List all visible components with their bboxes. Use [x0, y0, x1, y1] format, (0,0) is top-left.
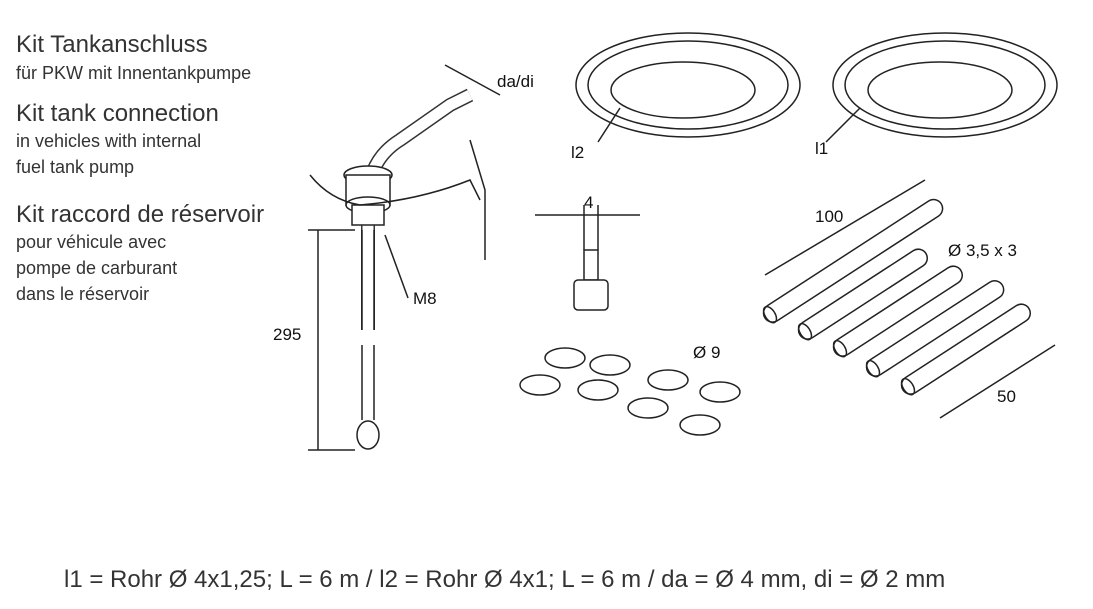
label-295: 295: [273, 325, 302, 344]
label-fitting-4: 4: [584, 193, 594, 212]
label-clamp-dia: Ø 9: [693, 343, 721, 362]
label-m8: M8: [413, 289, 437, 308]
label-100: 100: [815, 207, 844, 226]
fitting: [535, 205, 640, 311]
subtitle-fr-1: pour véhicule avec: [16, 232, 167, 252]
tubes: [762, 179, 1056, 419]
title-en: Kit tank connection: [16, 100, 219, 127]
hose-coil-l2: [575, 32, 801, 143]
tank-connector: [309, 88, 486, 450]
label-l2: l2: [571, 143, 585, 162]
subtitle-en-2: fuel tank pump: [16, 157, 135, 177]
subtitle-en-1: in vehicles with internal: [16, 131, 202, 151]
subtitle-fr-2: pompe de carburant: [16, 258, 178, 278]
subtitle-fr-3: dans le réservoir: [16, 284, 150, 304]
footer-specs: l1 = Rohr Ø 4x1,25; L = 6 m / l2 = Rohr …: [64, 566, 946, 593]
dimension-da-di: [444, 64, 501, 96]
title-de: Kit Tankanschluss: [16, 31, 208, 58]
title-fr: Kit raccord de réservoir: [16, 201, 265, 228]
label-tube-dia: Ø 3,5 x 3: [948, 241, 1017, 260]
hose-clamps: [519, 347, 741, 436]
label-da-di: da/di: [497, 72, 534, 91]
label-50: 50: [997, 387, 1016, 406]
label-l1: l1: [815, 139, 829, 158]
dimension-295: [308, 229, 355, 451]
m8-leader: [384, 234, 409, 299]
hose-coil-l1: [825, 32, 1058, 143]
subtitle-de: für PKW mit Innentankpumpe: [16, 63, 252, 83]
